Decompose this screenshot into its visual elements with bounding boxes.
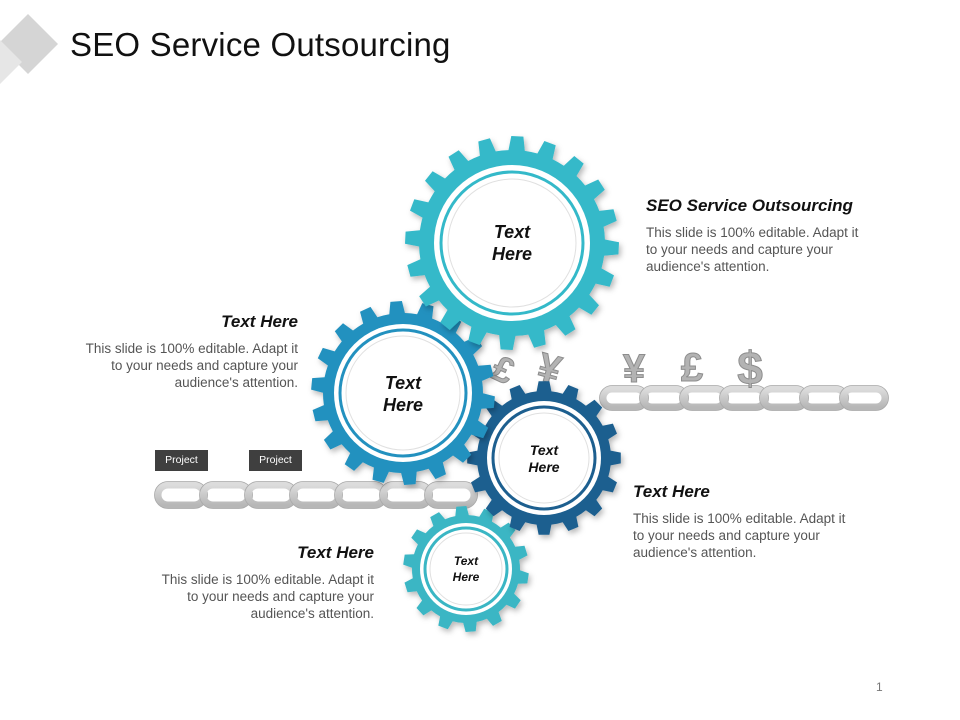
gear-dark: Text Here — [467, 381, 621, 535]
chain-left — [154, 481, 478, 509]
chain-link-outline — [154, 481, 208, 509]
chain-link — [199, 481, 253, 509]
chain-link-outline — [839, 385, 889, 411]
text-block-left-bottom: Text Here This slide is 100% editable. A… — [148, 543, 374, 622]
chain-link — [424, 481, 478, 509]
text-block-right-bottom-body: This slide is 100% editable. Adapt it to… — [633, 511, 846, 560]
chain-link-outline — [199, 481, 253, 509]
text-block-left-bottom-heading: Text Here — [297, 543, 374, 562]
chain-link-outline — [599, 385, 649, 411]
chain-link-outline — [799, 385, 849, 411]
project-tag-2: Project — [249, 450, 302, 471]
text-block-left-top-body: This slide is 100% editable. Adapt it to… — [85, 341, 298, 390]
gear-large: Text Here — [405, 136, 619, 350]
gear-medium-label-1: Text — [385, 373, 422, 393]
gear-dark-label-1: Text — [530, 442, 560, 458]
gear-small: Text Here — [403, 506, 529, 632]
chain-link — [154, 481, 208, 509]
gear-small-label-2: Here — [453, 570, 480, 584]
chain-link — [639, 385, 689, 411]
pound-symbol-2: £ — [681, 346, 703, 390]
text-block-left-bottom-body: This slide is 100% editable. Adapt it to… — [161, 572, 374, 621]
text-block-seo-body: This slide is 100% editable. Adapt it to… — [646, 225, 859, 274]
gear-dark-label-2: Here — [528, 459, 559, 475]
dollar-symbol: $ — [737, 342, 763, 394]
chain-link-outline — [719, 385, 769, 411]
chain-link — [289, 481, 343, 509]
page-number: 1 — [876, 680, 883, 694]
chain-link-outline — [679, 385, 729, 411]
project-tag-1: Project — [155, 450, 208, 471]
chain-link — [244, 481, 298, 509]
chain-link-outline — [759, 385, 809, 411]
chain-link — [839, 385, 889, 411]
text-block-seo: SEO Service Outsourcing This slide is 10… — [646, 196, 886, 275]
chain-link — [799, 385, 849, 411]
chain-link — [334, 481, 388, 509]
gear-large-label-1: Text — [494, 222, 531, 242]
text-block-left-top: Text Here This slide is 100% editable. A… — [72, 312, 298, 391]
gear-small-label-1: Text — [454, 554, 479, 568]
chain-right — [599, 385, 889, 411]
text-block-right-bottom: Text Here This slide is 100% editable. A… — [633, 482, 859, 561]
gear-medium: Text Here — [311, 301, 495, 485]
corner-diamond-logo — [0, 14, 58, 84]
chain-link — [759, 385, 809, 411]
chain-link-outline — [244, 481, 298, 509]
text-block-seo-heading: SEO Service Outsourcing — [646, 196, 853, 215]
chain-link — [679, 385, 729, 411]
gear-large-label-2: Here — [492, 244, 532, 264]
chain-link — [599, 385, 649, 411]
chain-link-outline — [334, 481, 388, 509]
chain-link-outline — [639, 385, 689, 411]
gear-medium-label-2: Here — [383, 395, 423, 415]
slide-title: SEO Service Outsourcing — [70, 26, 451, 63]
text-block-right-bottom-heading: Text Here — [633, 482, 710, 501]
chain-link-outline — [424, 481, 478, 509]
chain-link — [379, 481, 433, 509]
chain-link-outline — [289, 481, 343, 509]
yen-symbol-2: ¥ — [623, 347, 646, 391]
text-block-left-top-heading: Text Here — [221, 312, 298, 331]
